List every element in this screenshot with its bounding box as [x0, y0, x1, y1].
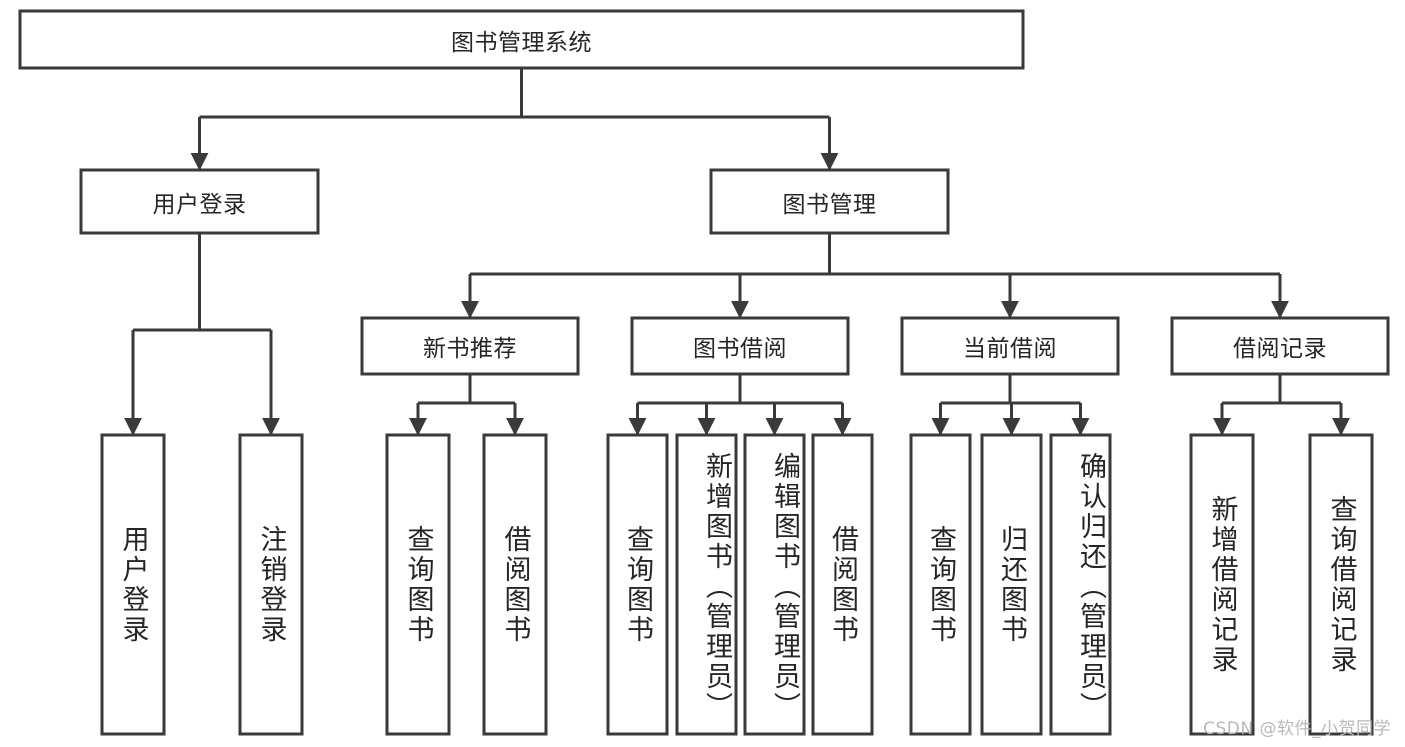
- node-box-current-borrow: [900, 316, 1120, 376]
- node-box-leaf-borrow-book-2: [811, 433, 874, 736]
- node-box-leaf-user-login: [100, 433, 166, 736]
- node-box-leaf-return-book: [980, 433, 1043, 736]
- node-box-book-management: [709, 168, 950, 235]
- node-box-root: [18, 9, 1025, 70]
- node-box-leaf-borrow-book-1: [482, 433, 548, 736]
- node-box-user-login: [79, 168, 320, 235]
- node-box-borrow-record: [1170, 316, 1390, 376]
- csdn-watermark: CSDN @软件_小贺同学: [1203, 719, 1391, 739]
- node-box-leaf-confirm-return-admin: [1049, 433, 1112, 736]
- node-box-leaf-query-book-2: [606, 433, 669, 736]
- node-box-leaf-user-logout: [238, 433, 304, 736]
- node-box-leaf-edit-book-admin: [743, 433, 806, 736]
- node-box-leaf-query-book-3: [909, 433, 972, 736]
- node-box-leaf-add-book-admin: [675, 433, 738, 736]
- node-box-book-borrow: [630, 316, 850, 376]
- node-box-leaf-add-borrow-record: [1189, 433, 1255, 736]
- node-box-leaf-query-borrow-record: [1308, 433, 1374, 736]
- node-boxes-group: [18, 9, 1390, 736]
- node-box-new-book-recommend: [360, 316, 580, 376]
- node-box-leaf-query-book-1: [385, 433, 451, 736]
- connector-lines-group: [124, 68, 1350, 436]
